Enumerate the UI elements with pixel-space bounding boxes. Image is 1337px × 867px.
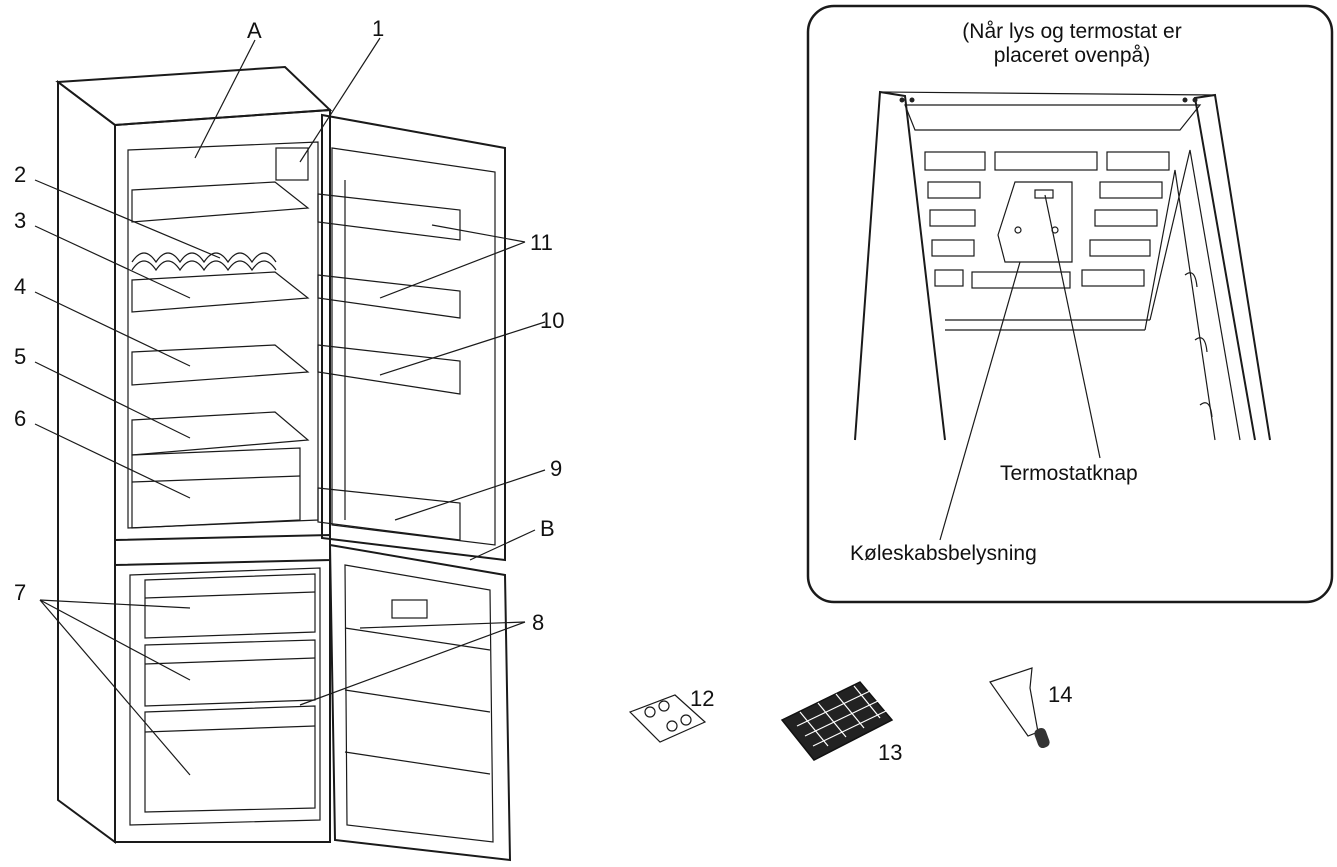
label-7: 7: [14, 580, 26, 605]
label-8: 8: [532, 610, 544, 635]
label-4: 4: [14, 274, 26, 299]
ice-tray-icon: [780, 681, 894, 761]
label-14: 14: [1048, 682, 1072, 707]
label-2: 2: [14, 162, 26, 187]
thermostat-knob-label: Termostatknap: [1000, 462, 1138, 485]
label-11: 11: [530, 230, 553, 255]
label-9: 9: [550, 456, 562, 481]
label-5: 5: [14, 344, 26, 369]
freezer-drawers: [144, 573, 316, 813]
label-12: 12: [690, 686, 714, 711]
inset-caption-line-2: placeret ovenpå): [994, 44, 1150, 67]
inset-caption-line-1: (Når lys og termostat er: [962, 20, 1181, 43]
label-A: A: [247, 18, 262, 43]
inset-interior-view: [854, 90, 1271, 441]
label-1: 1: [372, 16, 384, 41]
inset-frame: [806, 4, 1334, 604]
label-6: 6: [14, 406, 26, 431]
leader-lines: [34, 37, 546, 776]
label-3: 3: [14, 208, 26, 233]
label-10: 10: [540, 308, 564, 333]
label-B: B: [540, 516, 555, 541]
fridge-light-label: Køleskabsbelysning: [850, 542, 1037, 565]
egg-tray-icon: [628, 694, 707, 743]
lower-door: [328, 543, 512, 862]
scraper-icon: [989, 667, 1050, 749]
fridge-shelves: [131, 181, 310, 529]
label-13: 13: [878, 740, 902, 765]
